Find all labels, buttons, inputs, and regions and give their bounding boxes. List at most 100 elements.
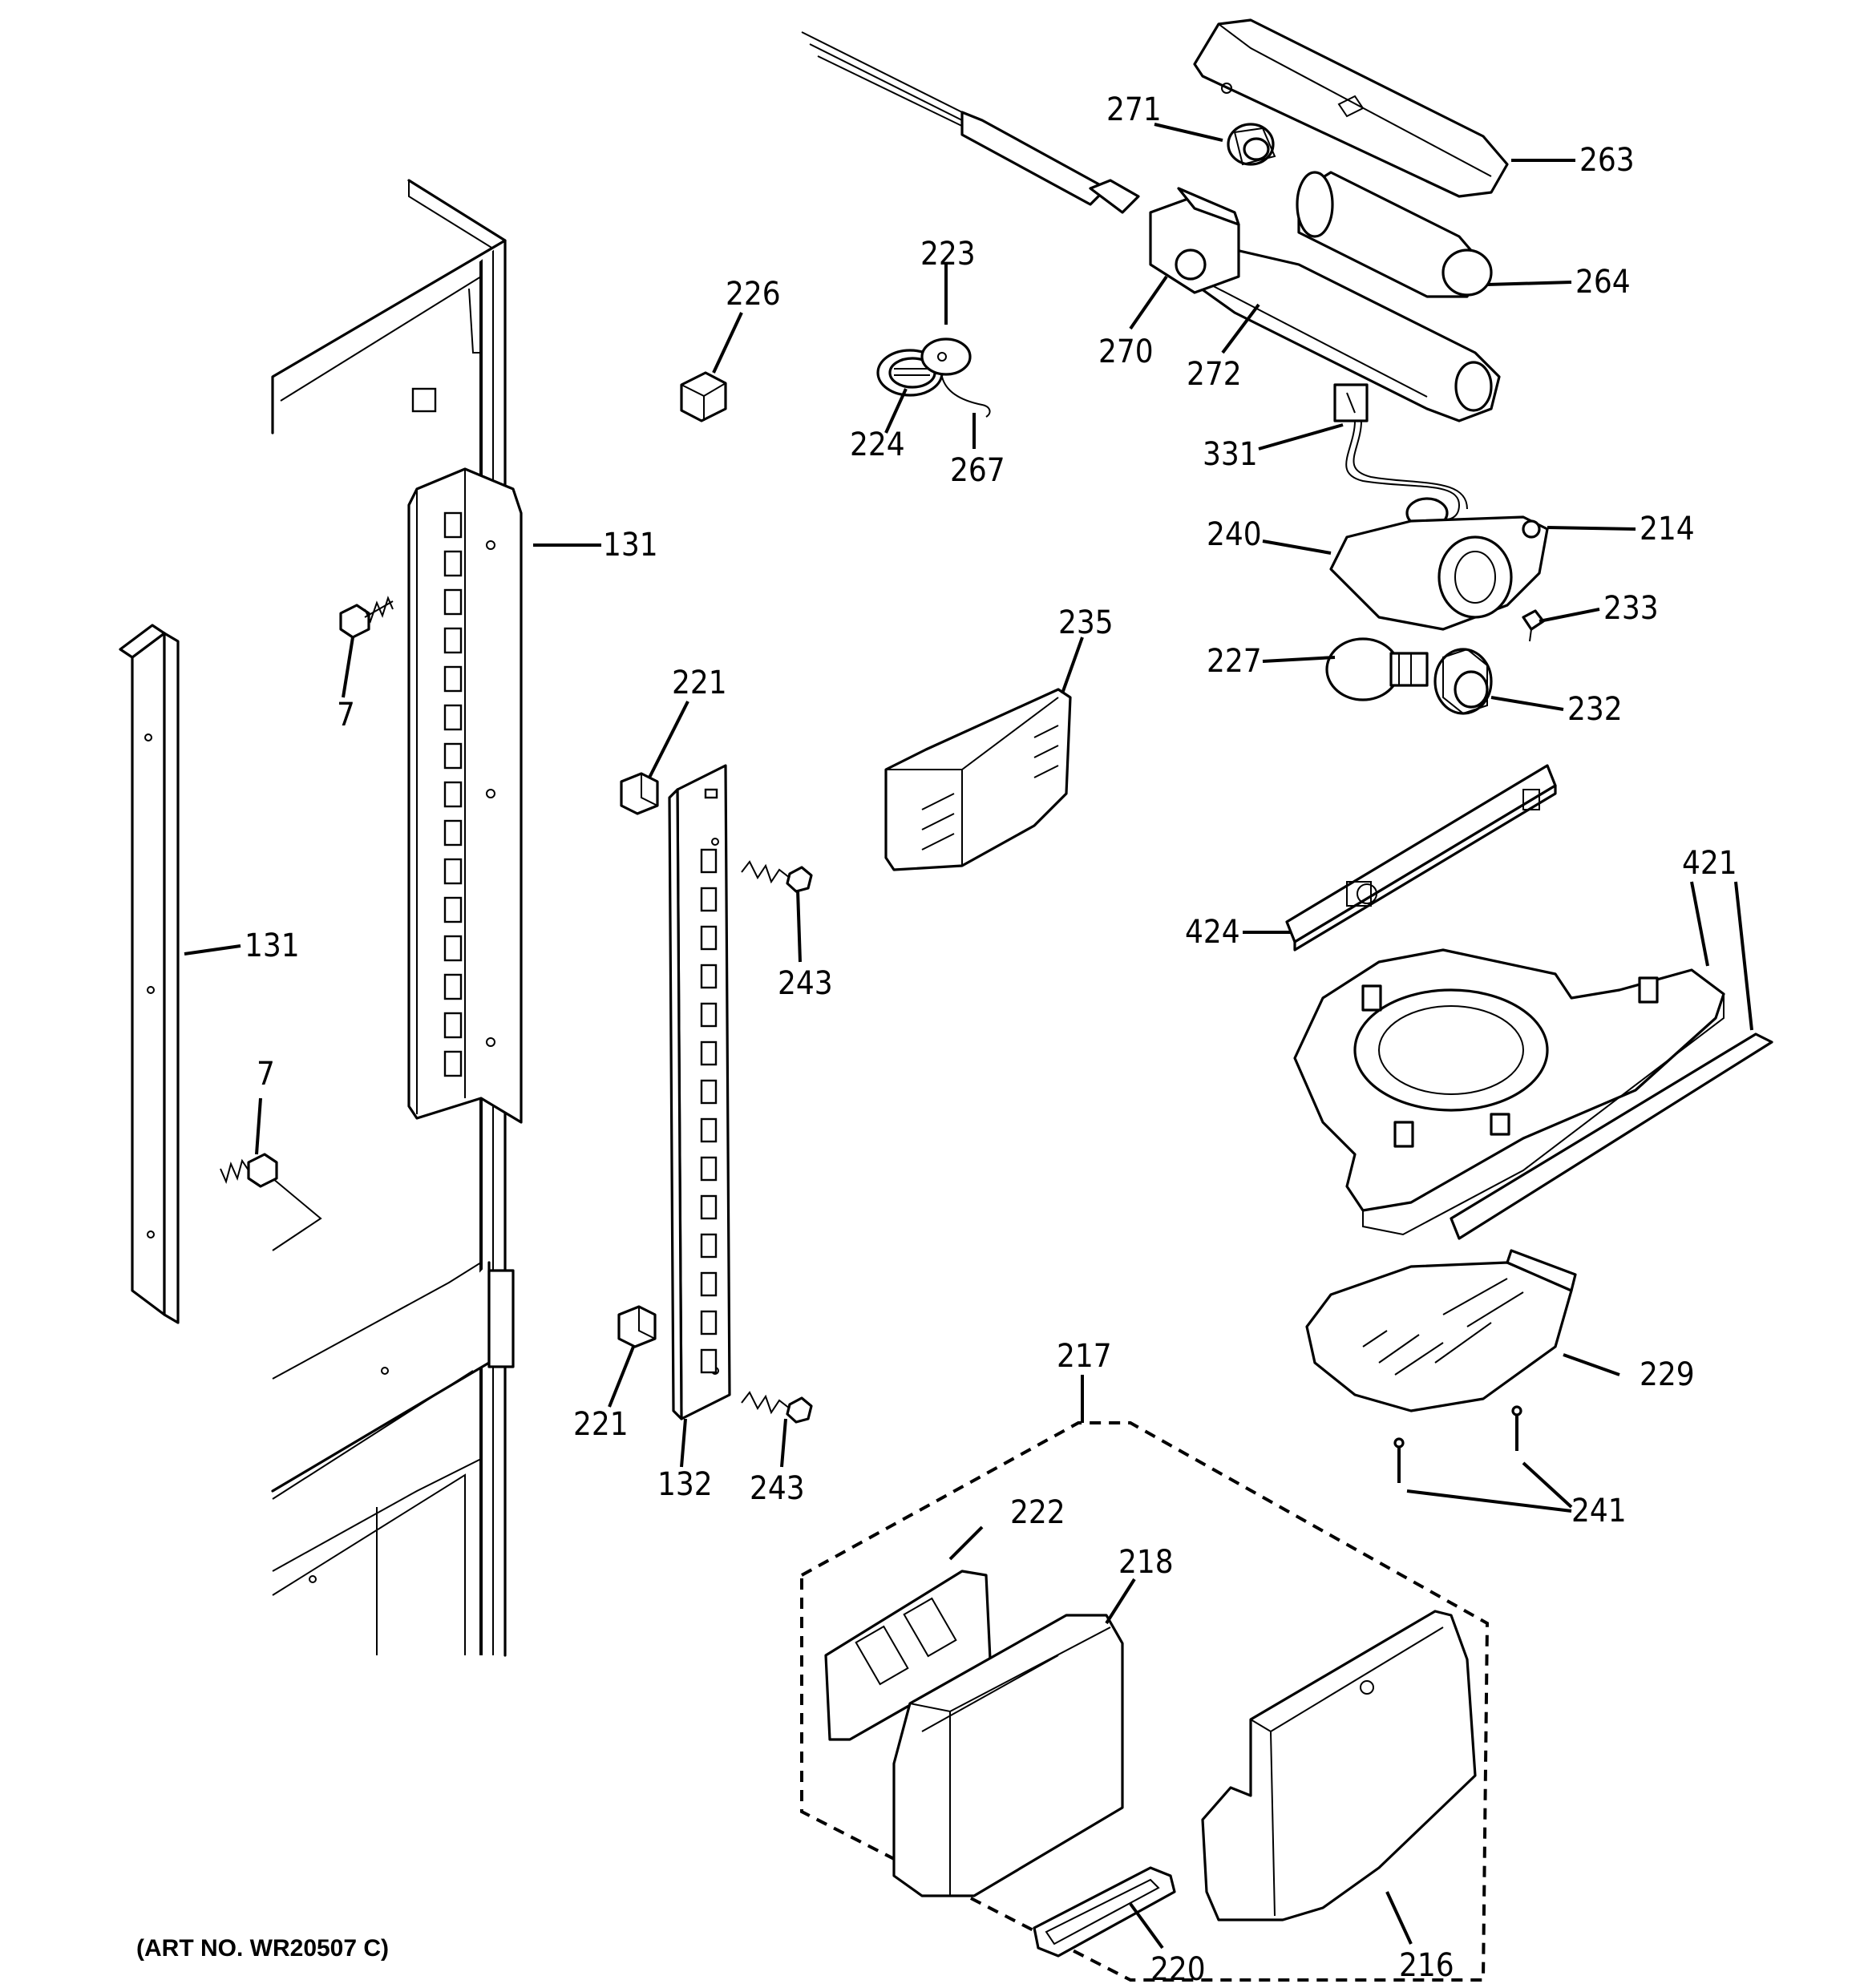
- leader-lines: [184, 123, 1753, 1950]
- gasket-222: [824, 1570, 992, 1741]
- rail-slot: [443, 1012, 463, 1039]
- rail-slot: [443, 627, 463, 654]
- screw-243-lower: [741, 1391, 813, 1424]
- rail-slot: [700, 1233, 718, 1259]
- clip-221-upper: [620, 772, 659, 815]
- callout-229: 229: [1640, 1356, 1695, 1393]
- callout-240: 240: [1207, 516, 1262, 553]
- rail-132: [668, 764, 731, 1420]
- callout-243-lower: 243: [750, 1470, 805, 1507]
- wire-267: [941, 376, 991, 418]
- rail-slot: [700, 1348, 718, 1374]
- lamp-reflector-240: [1329, 515, 1549, 631]
- art-number: (ART NO. WR20507 C): [136, 1935, 389, 1962]
- rail-slot: [700, 887, 718, 912]
- water-tube: [801, 31, 1140, 214]
- callout-270: 270: [1098, 333, 1154, 370]
- screw-241-b: [1511, 1405, 1522, 1451]
- rail-slot: [443, 896, 463, 923]
- control-cover-235: [884, 688, 1072, 871]
- rail-slot: [700, 848, 718, 874]
- callout-264: 264: [1575, 264, 1631, 301]
- callout-221-upper: 221: [672, 665, 727, 701]
- bypass-plug-271: [1227, 123, 1276, 166]
- callout-217: 217: [1057, 1338, 1112, 1375]
- rail-slot: [443, 1050, 463, 1077]
- callout-218: 218: [1118, 1544, 1174, 1581]
- callout-241: 241: [1571, 1493, 1627, 1529]
- rail-slot: [443, 665, 463, 693]
- screw-241-a: [1393, 1437, 1405, 1483]
- rail-slot: [700, 1194, 718, 1220]
- callout-131-right: 131: [603, 527, 658, 564]
- callout-220: 220: [1150, 1951, 1206, 1984]
- rail-slot: [443, 819, 463, 847]
- callout-232: 232: [1567, 691, 1623, 728]
- rail-slot: [443, 550, 463, 577]
- callout-labels: 271 263 264 223 226 224 267 270 272 331 …: [245, 91, 1737, 1988]
- callout-216: 216: [1399, 1947, 1454, 1984]
- rail-slot: [700, 1310, 718, 1335]
- cover-218: [892, 1614, 1124, 1897]
- lamp-tray-229: [1305, 1249, 1577, 1412]
- rail-slot: [443, 588, 463, 616]
- callout-132: 132: [657, 1466, 713, 1503]
- callout-263: 263: [1579, 142, 1635, 179]
- callout-223: 223: [920, 236, 976, 273]
- screw-7-upper: [339, 596, 394, 639]
- callout-131-left: 131: [245, 927, 300, 964]
- callout-7-upper: 7: [337, 697, 355, 733]
- rail-slot: [443, 973, 463, 1000]
- rail-slot: [700, 1271, 718, 1297]
- plate-223: [920, 337, 972, 376]
- rail-slot: [700, 1002, 718, 1028]
- filter-head-270: [1149, 187, 1240, 294]
- callout-227: 227: [1207, 643, 1262, 680]
- rail-slot: [700, 964, 718, 989]
- callout-222: 222: [1010, 1494, 1065, 1531]
- screw-7-lower: [220, 1153, 278, 1188]
- rail-slot: [443, 935, 463, 962]
- callout-233: 233: [1603, 590, 1659, 627]
- callout-421: 421: [1682, 845, 1737, 882]
- kit-217-outline: [800, 1421, 1490, 1982]
- callout-424: 424: [1185, 914, 1240, 951]
- rail-131-right: [407, 467, 523, 1124]
- rail-slot: [443, 781, 463, 808]
- callout-267: 267: [950, 452, 1005, 489]
- callout-221-lower: 221: [573, 1406, 629, 1443]
- callout-7-lower: 7: [257, 1056, 275, 1093]
- light-housing-421: [1293, 948, 1773, 1240]
- rail-slot: [443, 704, 463, 731]
- switch-226: [680, 371, 727, 422]
- rail-slot: [700, 1040, 718, 1066]
- callout-272: 272: [1187, 356, 1242, 393]
- callout-235: 235: [1058, 604, 1114, 641]
- rail-slot: [700, 1117, 718, 1143]
- rail-131-left: [119, 624, 180, 1324]
- callout-271: 271: [1106, 91, 1162, 128]
- nut-214: [1522, 519, 1541, 539]
- callout-243-upper: 243: [778, 965, 833, 1002]
- cover-216: [1201, 1610, 1477, 1921]
- rail-slot: [700, 1156, 718, 1182]
- callout-331: 331: [1203, 436, 1258, 473]
- screw-233: [1522, 609, 1545, 642]
- callout-214: 214: [1640, 511, 1695, 548]
- socket-232: [1433, 648, 1493, 715]
- filter-264: [1296, 171, 1493, 298]
- cover-263: [1193, 18, 1509, 198]
- callout-226: 226: [726, 276, 781, 313]
- rail-slot: [443, 511, 463, 539]
- clip-221-lower: [617, 1305, 657, 1348]
- rail-slot: [443, 858, 463, 885]
- screw-243-upper: [741, 860, 813, 893]
- rail-slot: [443, 742, 463, 770]
- callout-224: 224: [850, 426, 905, 463]
- gasket-220: [1033, 1866, 1176, 1958]
- rail-slot: [700, 1079, 718, 1105]
- control-board-424: [1285, 764, 1557, 952]
- light-bulb-227: [1325, 637, 1429, 701]
- rail-slot: [700, 925, 718, 951]
